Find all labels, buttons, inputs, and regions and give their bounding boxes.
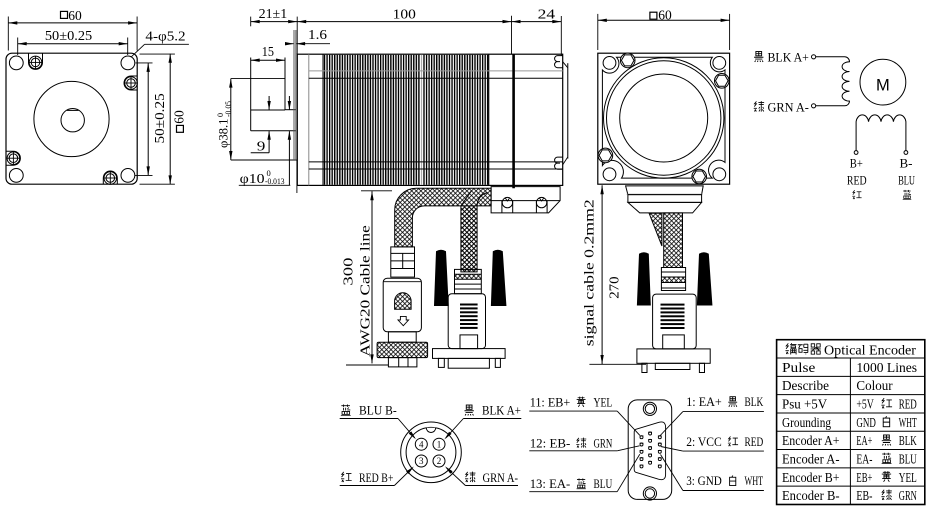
svg-text:1: 1 [437, 439, 442, 449]
svg-text:EA+: EA+ [856, 433, 872, 448]
svg-text:12: EB-: 12: EB- [530, 435, 571, 450]
svg-text:Optical Encoder: Optical Encoder [824, 342, 917, 357]
svg-text:EA-: EA- [856, 451, 872, 466]
svg-text:YEL: YEL [594, 394, 613, 409]
svg-text:13: EA-: 13: EA- [530, 476, 571, 491]
svg-text:60: 60 [172, 110, 187, 124]
svg-text:EB-: EB- [856, 488, 872, 503]
svg-text:0: 0 [267, 168, 271, 178]
svg-text:-0.013: -0.013 [265, 176, 285, 186]
svg-text:BLK A+: BLK A+ [482, 403, 521, 418]
svg-text:WHT: WHT [899, 415, 917, 430]
svg-text:21±1: 21±1 [259, 6, 288, 21]
svg-text:Colour: Colour [856, 378, 893, 393]
svg-text:φ10: φ10 [240, 172, 265, 187]
svg-text:signal cable 0.2mm2: signal cable 0.2mm2 [583, 199, 598, 346]
svg-text:1: EA+: 1: EA+ [686, 394, 722, 409]
svg-text:Encoder B-: Encoder B- [782, 488, 840, 503]
svg-text:60: 60 [658, 8, 672, 23]
svg-text:100: 100 [393, 7, 416, 22]
svg-text:60: 60 [68, 8, 82, 23]
svg-text:GRN A-: GRN A- [483, 470, 519, 485]
svg-text:Encoder A-: Encoder A- [782, 451, 840, 466]
svg-text:Describe: Describe [782, 378, 829, 393]
svg-text:270: 270 [608, 276, 623, 298]
svg-text:Encoder B+: Encoder B+ [782, 470, 840, 485]
svg-text:BLU: BLU [594, 476, 613, 491]
svg-text:11: EB+: 11: EB+ [530, 394, 571, 409]
svg-text:BLK: BLK [745, 394, 764, 409]
svg-text:-0.05: -0.05 [224, 101, 233, 117]
svg-text:YEL: YEL [899, 470, 917, 485]
svg-text:1000 Lines: 1000 Lines [856, 360, 917, 375]
svg-text:0: 0 [216, 113, 225, 117]
svg-text:BLK: BLK [899, 433, 917, 448]
svg-text:φ38.1: φ38.1 [216, 119, 231, 149]
svg-text:B-: B- [900, 156, 913, 171]
svg-text:4: 4 [419, 439, 424, 449]
svg-text:EB+: EB+ [856, 470, 872, 485]
svg-text:Pulse: Pulse [782, 360, 815, 375]
svg-text:Psu +5V: Psu +5V [782, 397, 827, 412]
svg-text:4-φ5.2: 4-φ5.2 [145, 29, 185, 44]
svg-text:RED: RED [745, 434, 764, 449]
svg-text:50±0.25: 50±0.25 [45, 28, 93, 43]
svg-text:WHT: WHT [745, 473, 764, 488]
svg-text:9: 9 [257, 138, 266, 153]
svg-text:B+: B+ [850, 156, 863, 171]
svg-text:BLU: BLU [898, 172, 915, 187]
svg-text:2: 2 [437, 456, 442, 466]
svg-text:AWG20 Cable line: AWG20 Cable line [358, 225, 373, 356]
svg-text:Grounding: Grounding [782, 415, 831, 430]
svg-text:RED: RED [847, 172, 867, 187]
svg-text:GRN A-: GRN A- [768, 100, 809, 115]
svg-text:2: VCC: 2: VCC [686, 434, 722, 449]
svg-text:GRN: GRN [899, 488, 917, 503]
svg-text:1.6: 1.6 [308, 27, 327, 42]
svg-text:RED B+: RED B+ [359, 470, 393, 485]
svg-text:GND: GND [856, 415, 876, 430]
svg-text:3: 3 [419, 456, 424, 466]
svg-text:RED: RED [899, 397, 917, 412]
svg-text:+5V: +5V [856, 397, 874, 412]
svg-text:15: 15 [262, 44, 274, 59]
svg-text:BLU B-: BLU B- [359, 403, 397, 418]
svg-text:3: GND: 3: GND [686, 473, 722, 488]
svg-text:300: 300 [342, 258, 357, 286]
svg-text:GRN: GRN [594, 435, 613, 450]
svg-text:BLU: BLU [899, 451, 917, 466]
svg-text:50±0.25: 50±0.25 [152, 93, 167, 143]
svg-text:BLK A+: BLK A+ [768, 49, 809, 64]
svg-text:Encoder A+: Encoder A+ [782, 433, 840, 448]
svg-text:M: M [876, 77, 890, 95]
svg-text:24: 24 [538, 7, 556, 22]
